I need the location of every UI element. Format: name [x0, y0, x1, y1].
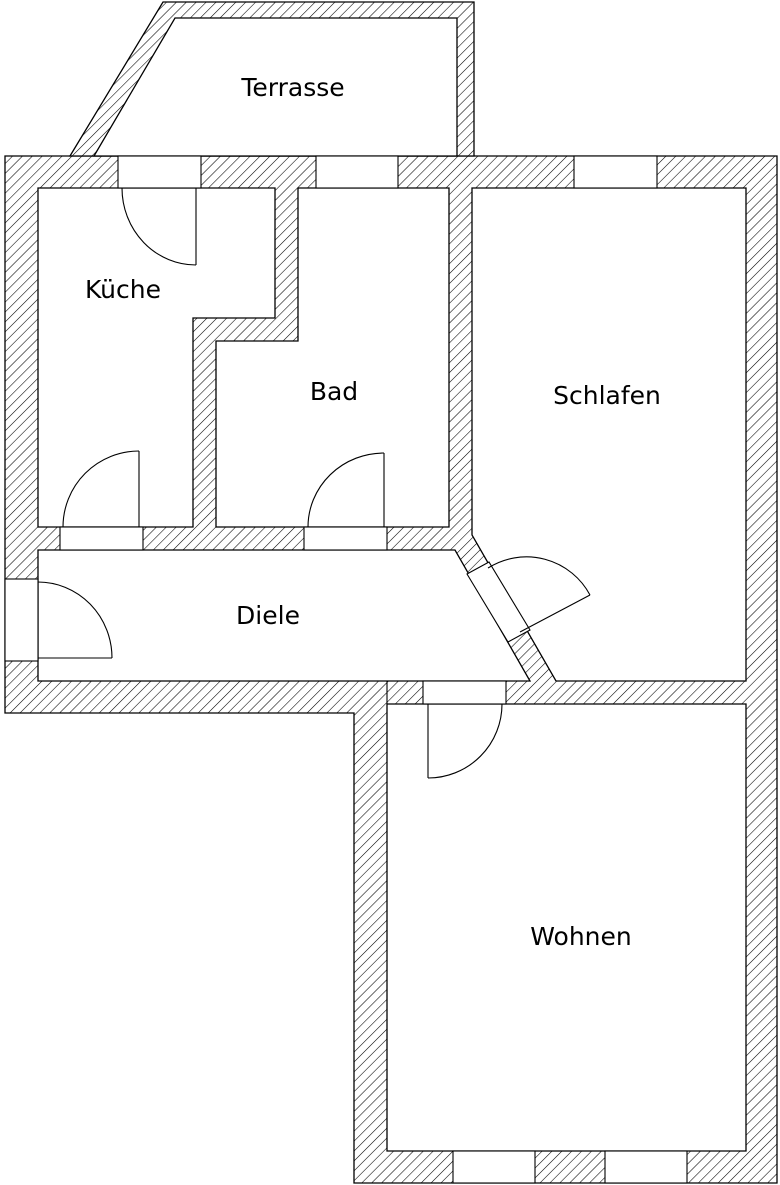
label-wohnen: Wohnen [530, 922, 631, 951]
label-kueche: Küche [85, 275, 161, 304]
window-schlafen [573, 155, 658, 189]
doors [37, 187, 591, 779]
passage-wohnen [422, 680, 507, 705]
door-schlafen [466, 556, 591, 643]
window-wohnen-left [452, 1150, 536, 1184]
window-kueche [117, 155, 202, 189]
door-bad [303, 452, 388, 551]
windows [4, 155, 688, 1184]
label-diele: Diele [236, 601, 300, 630]
room-kueche [37, 187, 276, 528]
entrance-opening [4, 578, 39, 662]
label-terrasse: Terrasse [240, 73, 344, 102]
room-wohnen [386, 703, 747, 1152]
window-wohnen-right [604, 1150, 688, 1184]
room-bad [215, 187, 450, 528]
label-bad: Bad [310, 377, 358, 406]
door-wohnen [427, 703, 503, 779]
labels: Terrasse Küche Bad Schlafen Diele Wohnen [85, 73, 661, 951]
door-entrance [37, 581, 113, 659]
label-schlafen: Schlafen [553, 381, 661, 410]
door-kueche [59, 450, 144, 551]
window-bad [315, 155, 399, 189]
door-kueche-top [121, 187, 197, 266]
